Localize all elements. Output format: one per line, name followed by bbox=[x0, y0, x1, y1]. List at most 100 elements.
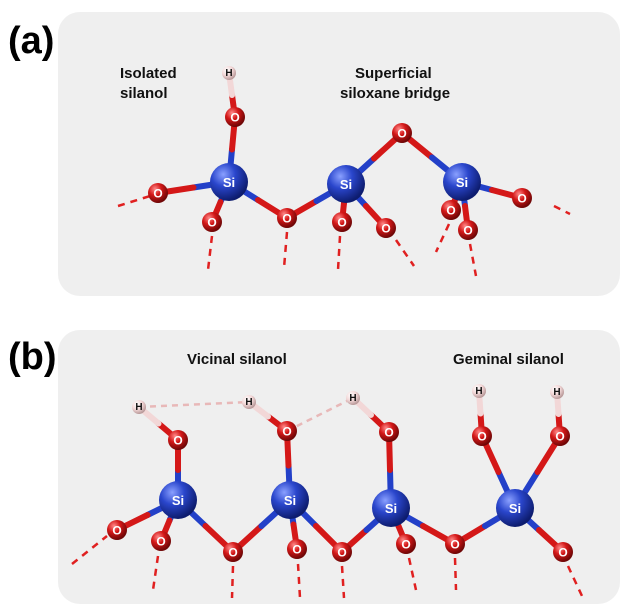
hydrogen-atom-sphere bbox=[550, 385, 564, 399]
silicon-atom: Si bbox=[159, 481, 197, 519]
hydrogen-atom-sphere bbox=[472, 384, 486, 398]
vicinal-silanol-caption: Vicinal silanol bbox=[187, 351, 287, 368]
hydrogen-atom: H bbox=[132, 400, 146, 414]
oxygen-atom-label: O bbox=[381, 222, 390, 236]
dangling-bond bbox=[434, 223, 451, 253]
silicon-atom: Si bbox=[210, 163, 248, 201]
hydrogen-atom-label: H bbox=[553, 387, 560, 398]
oxygen-atom-label: O bbox=[282, 425, 291, 439]
oxygen-atom-sphere bbox=[379, 422, 399, 442]
dangling-bond bbox=[407, 557, 418, 591]
oxygen-atom-label: O bbox=[173, 434, 182, 448]
oxygen-atom-label: O bbox=[384, 426, 393, 440]
hydrogen-atom: H bbox=[472, 384, 486, 398]
oxygen-atom-label: O bbox=[337, 546, 346, 560]
isolated-silanol-caption: Isolated silanol bbox=[120, 65, 181, 102]
caption-line: silanol bbox=[120, 85, 168, 102]
dangling-bond bbox=[394, 239, 416, 267]
oxygen-atom-label: O bbox=[446, 204, 455, 218]
silicon-atom-sphere bbox=[372, 489, 410, 527]
hydrogen-atom: H bbox=[222, 66, 236, 80]
oxygen-atom-sphere bbox=[553, 542, 573, 562]
panel-a-background bbox=[58, 12, 620, 296]
oxygen-atom: O bbox=[441, 200, 461, 220]
oxygen-atom-label: O bbox=[112, 524, 121, 538]
oxygen-atom-sphere bbox=[392, 123, 412, 143]
oxygen-atom-label: O bbox=[397, 127, 406, 141]
caption-line: Geminal silanol bbox=[453, 351, 564, 368]
oxygen-atom: O bbox=[287, 539, 307, 559]
dangling-bond bbox=[151, 555, 160, 591]
hydrogen-atom-label: H bbox=[349, 393, 356, 404]
oxygen-atom-sphere bbox=[441, 200, 461, 220]
silicon-atom-sphere bbox=[159, 481, 197, 519]
oxygen-atom-sphere bbox=[332, 212, 352, 232]
oxygen-atom: O bbox=[396, 534, 416, 554]
oxygen-atom-sphere bbox=[202, 212, 222, 232]
oxygen-atom: O bbox=[332, 212, 352, 232]
oxygen-atom-sphere bbox=[396, 534, 416, 554]
hydrogen-bonds bbox=[138, 396, 354, 433]
oxygen-atom: O bbox=[376, 218, 396, 238]
silicon-atom-label: Si bbox=[385, 501, 397, 516]
hydrogen-bond bbox=[286, 396, 354, 433]
silicon-atom-sphere bbox=[443, 163, 481, 201]
oxygen-atom: O bbox=[168, 430, 188, 450]
oxygen-atom-sphere bbox=[223, 542, 243, 562]
hydrogen-atom-label: H bbox=[225, 68, 232, 79]
siloxane-bridge-caption: Superficial siloxane bridge bbox=[340, 65, 450, 102]
hydrogen-atom-sphere bbox=[222, 66, 236, 80]
oxygen-atom: O bbox=[277, 421, 297, 441]
silicon-atom-sphere bbox=[327, 165, 365, 203]
dangling-bond bbox=[206, 235, 214, 271]
panel-a-label: (a) bbox=[8, 20, 55, 62]
silicon-atom-sphere bbox=[496, 489, 534, 527]
panel-b-label: (b) bbox=[8, 336, 57, 378]
dangling-bond bbox=[296, 563, 302, 599]
oxygen-atom-label: O bbox=[228, 546, 237, 560]
silicon-atom-label: Si bbox=[456, 175, 468, 190]
silicon-atom: Si bbox=[327, 165, 365, 203]
oxygen-atom-sphere bbox=[277, 421, 297, 441]
hydrogen-atom-sphere bbox=[346, 391, 360, 405]
oxygen-atom-sphere bbox=[148, 183, 168, 203]
dangling-bond bbox=[553, 204, 571, 216]
oxygen-atom: O bbox=[202, 212, 222, 232]
oxygen-atom-label: O bbox=[477, 430, 486, 444]
oxygen-atom-sphere bbox=[277, 208, 297, 228]
panel-b-background bbox=[58, 330, 620, 604]
silicon-atom: Si bbox=[443, 163, 481, 201]
silicon-atom-label: Si bbox=[340, 177, 352, 192]
silicon-atom: Si bbox=[496, 489, 534, 527]
caption-line: Superficial bbox=[355, 65, 432, 82]
oxygen-atom-label: O bbox=[292, 543, 301, 557]
hydrogen-atom: H bbox=[346, 391, 360, 405]
oxygen-atom-label: O bbox=[230, 111, 239, 125]
dangling-bond bbox=[566, 565, 584, 597]
hydrogen-bond bbox=[138, 400, 250, 409]
oxygen-atom-sphere bbox=[225, 107, 245, 127]
oxygen-atom-label: O bbox=[207, 216, 216, 230]
oxygen-atom-label: O bbox=[282, 212, 291, 226]
oxygen-atom: O bbox=[223, 542, 243, 562]
silicon-atom-label: Si bbox=[223, 175, 235, 190]
caption-line: Isolated bbox=[120, 65, 177, 82]
oxygen-atom-label: O bbox=[517, 192, 526, 206]
oxygen-atom: O bbox=[225, 107, 245, 127]
silicon-atom-sphere bbox=[210, 163, 248, 201]
silicon-atom-label: Si bbox=[509, 501, 521, 516]
oxygen-atom: O bbox=[277, 208, 297, 228]
oxygen-atom: O bbox=[107, 520, 127, 540]
oxygen-atom-sphere bbox=[332, 542, 352, 562]
oxygen-atom-sphere bbox=[512, 188, 532, 208]
oxygen-atom: O bbox=[379, 422, 399, 442]
oxygen-atom: O bbox=[512, 188, 532, 208]
oxygen-atom-label: O bbox=[153, 187, 162, 201]
oxygen-atom: O bbox=[472, 426, 492, 446]
dangling-bond bbox=[336, 235, 342, 271]
silicon-atom-sphere bbox=[271, 481, 309, 519]
hydrogen-atom-label: H bbox=[475, 386, 482, 397]
silicon-atom-label: Si bbox=[172, 493, 184, 508]
